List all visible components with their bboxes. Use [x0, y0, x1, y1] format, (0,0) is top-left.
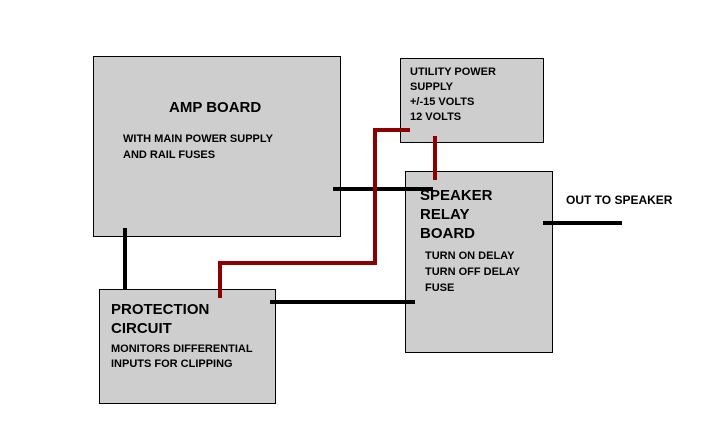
relay-line2: TURN OFF DELAY [425, 266, 520, 278]
utility-power-supply-box: UTILITY POWER SUPPLY +/-15 VOLTS 12 VOLT… [400, 58, 544, 143]
power-to-protection-wire [218, 128, 410, 298]
amp-board-title: AMP BOARD [169, 99, 262, 116]
protection-line1: MONITORS DIFFERENTIAL [111, 343, 253, 355]
relay-title2: RELAY [420, 206, 470, 223]
protection-title2: CIRCUIT [111, 320, 172, 337]
protection-circuit-box: PROTECTION CIRCUIT MONITORS DIFFERENTIAL… [99, 289, 276, 404]
utility-line1: UTILITY POWER [410, 66, 496, 78]
speaker-relay-board-box: SPEAKER RELAY BOARD TURN ON DELAY TURN O… [405, 171, 553, 353]
amp-board-line1: WITH MAIN POWER SUPPLY [123, 133, 273, 145]
utility-line2: SUPPLY [410, 81, 454, 93]
relay-line1: TURN ON DELAY [425, 250, 515, 262]
utility-line4: 12 VOLTS [410, 111, 462, 123]
relay-title3: BOARD [420, 225, 475, 242]
protection-title1: PROTECTION [111, 301, 210, 318]
amp-board-line2: AND RAIL FUSES [123, 149, 216, 161]
relay-title1: SPEAKER [420, 187, 493, 204]
utility-line3: +/-15 VOLTS [410, 96, 475, 108]
amp-board-box: AMP BOARD WITH MAIN POWER SUPPLY AND RAI… [93, 56, 341, 237]
out-to-speaker-label: OUT TO SPEAKER [566, 193, 673, 207]
protection-line2: INPUTS FOR CLIPPING [111, 358, 233, 370]
relay-line3: FUSE [425, 282, 455, 294]
